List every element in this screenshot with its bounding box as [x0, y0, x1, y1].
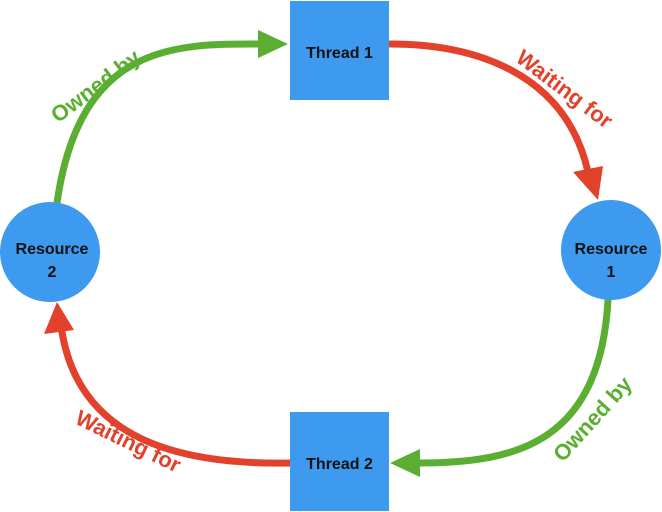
arrowhead-to-thread2 [390, 449, 420, 477]
arrowhead-to-thread1 [258, 30, 288, 58]
edge-label-owned-by-top-left: Owned by [46, 44, 146, 128]
thread-2-label: Thread 2 [306, 456, 373, 473]
resource-1-label-line1: Resource [575, 241, 648, 258]
resource-2-node [0, 202, 100, 302]
arrowhead-to-resource1 [573, 166, 603, 200]
edge-thread1-to-resource1 [386, 40, 592, 176]
edge-resource1-to-thread2 [416, 296, 612, 467]
resource-1-node [561, 200, 661, 300]
edge-resource2-to-thread1 [53, 40, 266, 207]
resource-1-label-line2: 1 [607, 264, 616, 281]
thread-1-node [290, 1, 389, 100]
edge-thread2-to-resource2 [58, 328, 294, 467]
thread-1-label: Thread 1 [306, 45, 373, 62]
arrowhead-to-resource2 [44, 302, 74, 334]
edge-label-waiting-for-bottom-left: Waiting for [72, 405, 186, 478]
thread-2-node [290, 412, 389, 511]
edge-label-owned-by-bottom-right: Owned by [548, 371, 637, 466]
resource-2-label-line1: Resource [16, 241, 89, 258]
resource-2-label-line2: 2 [48, 264, 57, 281]
